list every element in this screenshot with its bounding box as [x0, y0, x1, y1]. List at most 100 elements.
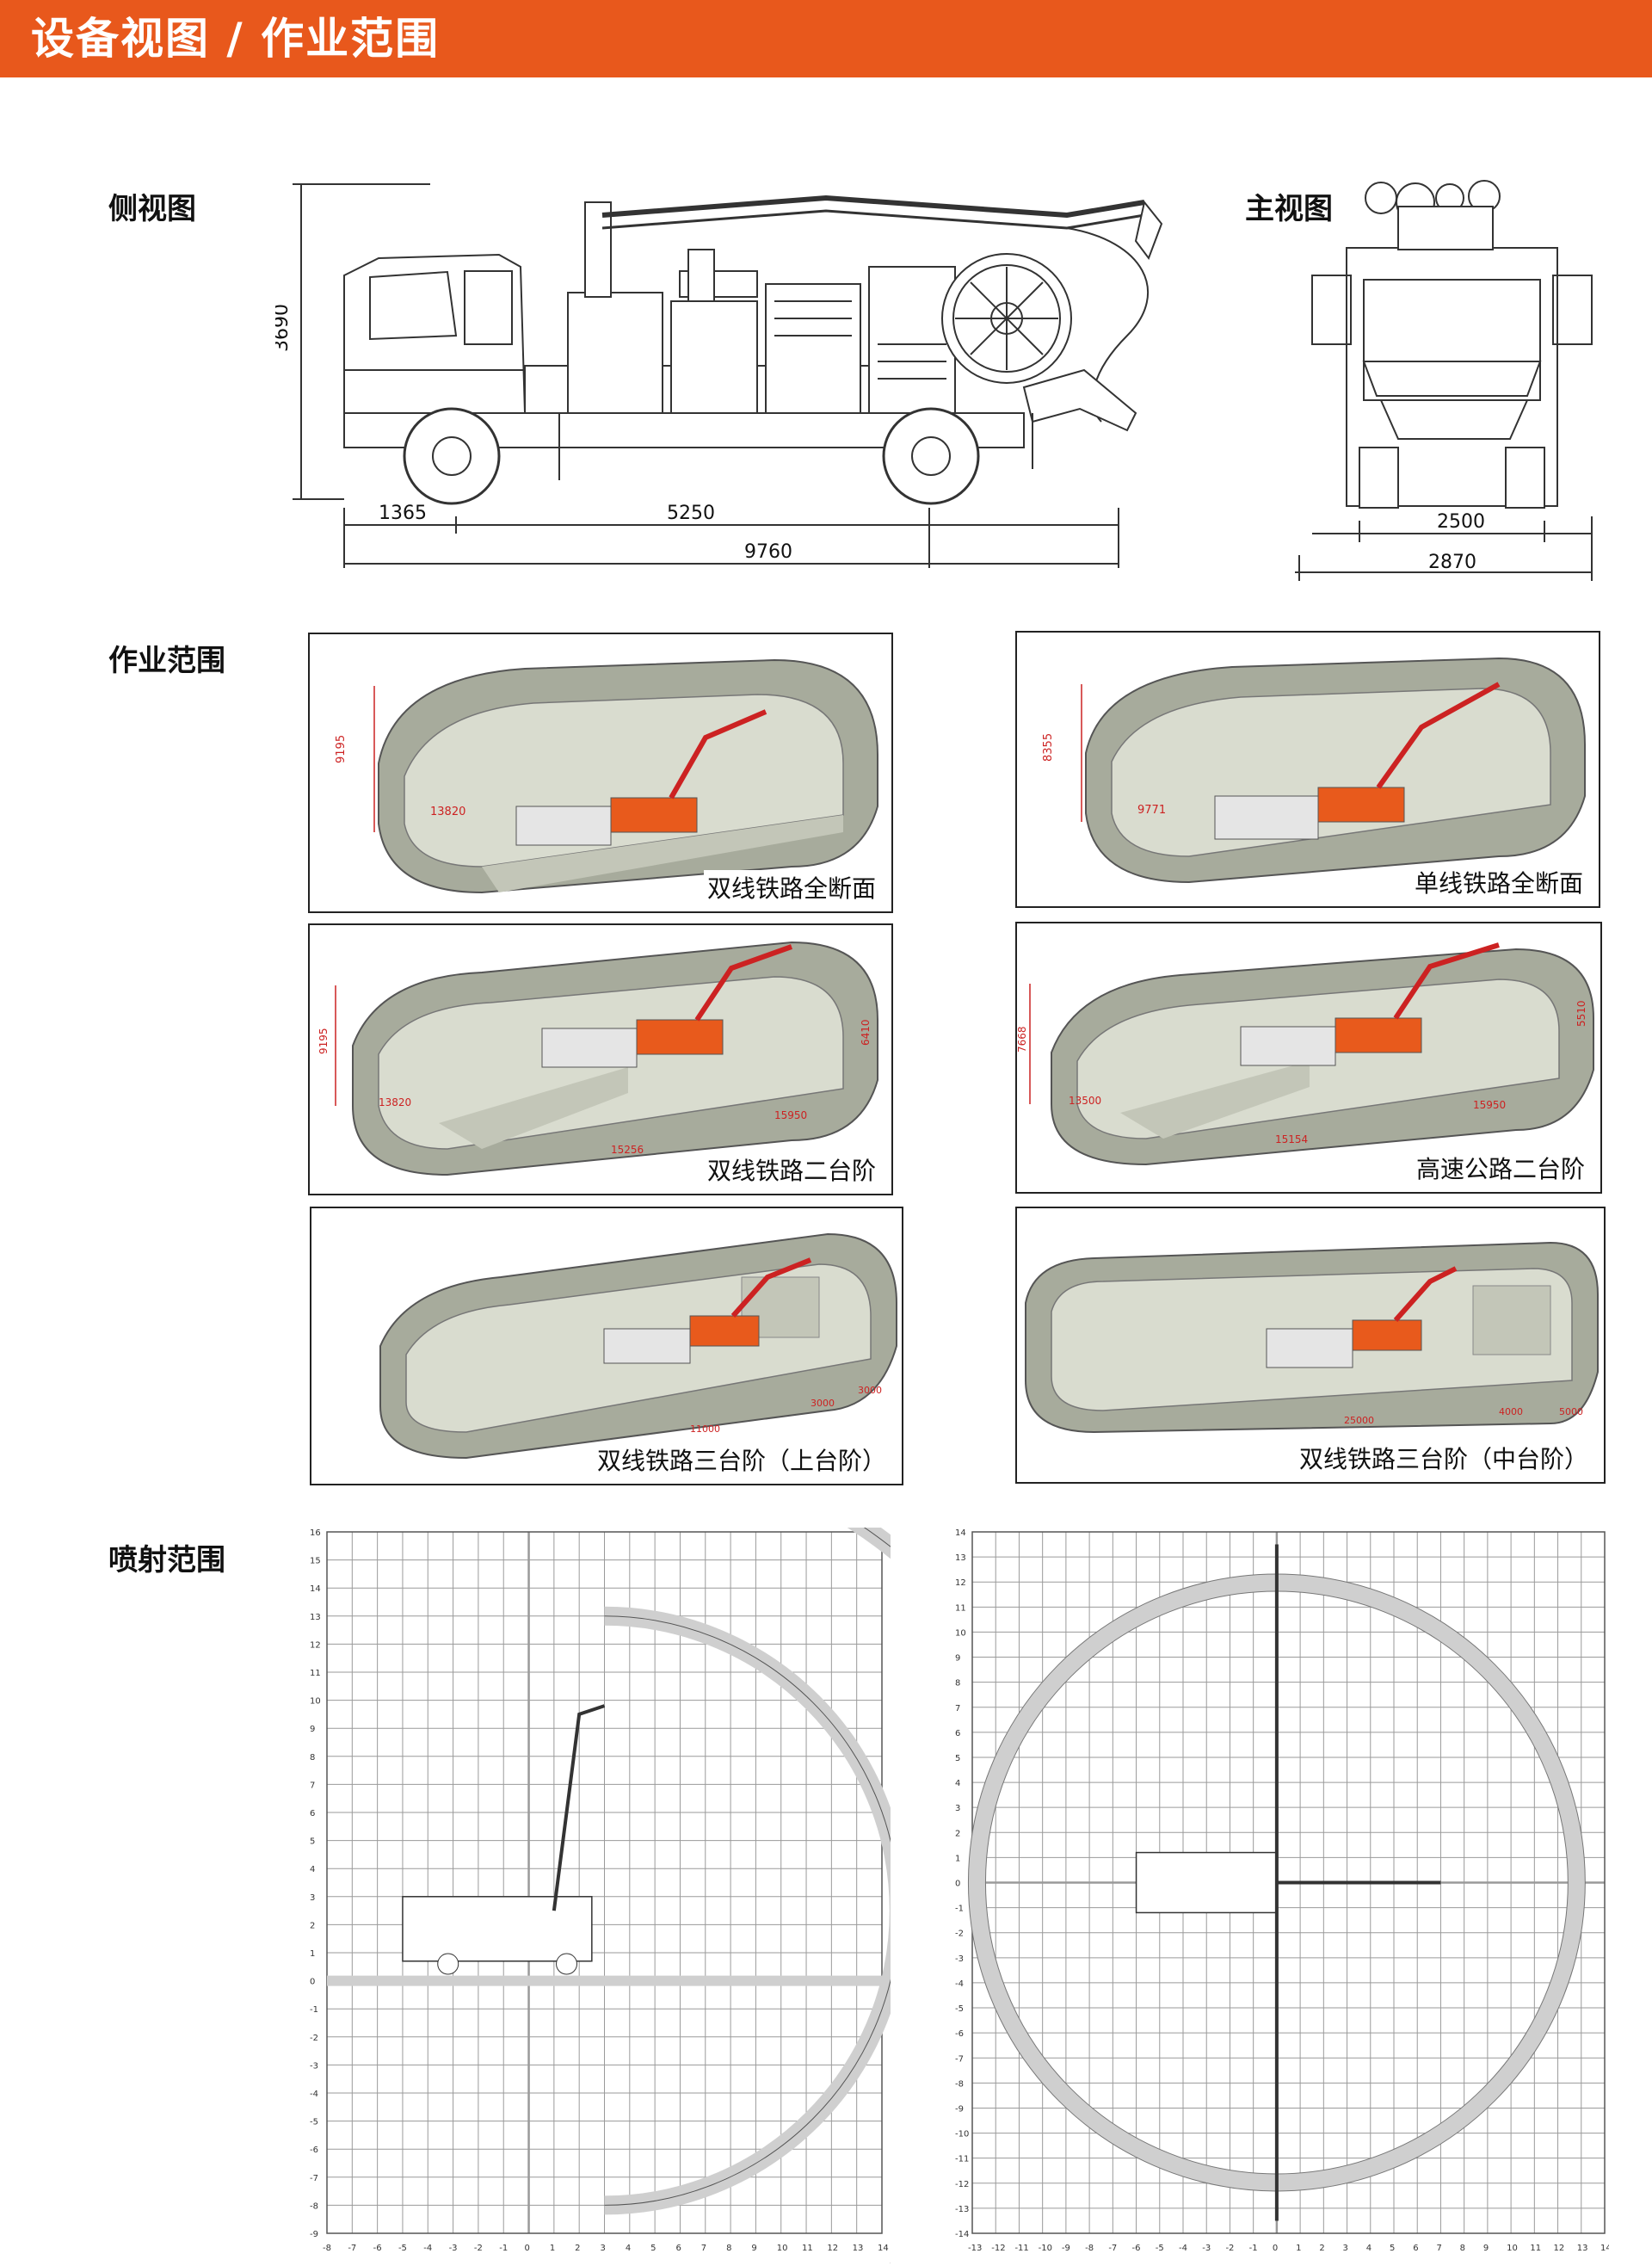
x-tick-label: -7	[1108, 2244, 1117, 2253]
x-tick-label: -11	[1014, 2244, 1028, 2253]
y-tick-label: 2	[955, 1829, 960, 1838]
x-tick-label: 11	[1530, 2244, 1541, 2253]
y-tick-label: -6	[310, 2146, 318, 2155]
panel-double-full: 9195 13820 双线铁路全断面	[308, 633, 893, 913]
y-tick-label: 1	[955, 1854, 960, 1863]
x-tick-label: 14	[1600, 2244, 1609, 2253]
dim-1365: 1365	[379, 503, 427, 524]
y-tick-label: 6	[955, 1729, 960, 1738]
x-tick-label: 9	[1483, 2244, 1489, 2253]
panel-dim: 13500	[1069, 1095, 1101, 1107]
y-tick-label: -7	[310, 2174, 318, 2183]
x-tick-label: 6	[1413, 2244, 1418, 2253]
y-tick-label: -6	[955, 2029, 964, 2039]
x-tick-label: -5	[398, 2244, 407, 2253]
x-tick-label: -3	[1202, 2244, 1211, 2253]
y-tick-label: 11	[955, 1603, 966, 1613]
y-tick-label: -3	[955, 1954, 964, 1964]
y-tick-label: 12	[955, 1578, 966, 1588]
y-tick-label: -13	[955, 2205, 969, 2214]
panel-dim: 5510	[1575, 1000, 1587, 1027]
x-tick-label: -4	[423, 2244, 432, 2253]
truck-wheel	[437, 1953, 459, 1975]
x-tick-label: -2	[474, 2244, 483, 2253]
y-tick-label: -5	[310, 2118, 318, 2127]
y-tick-label: 5	[955, 1754, 960, 1763]
panel-caption: 双线铁路三台阶（中台阶）	[1295, 1441, 1592, 1475]
grid	[971, 1531, 1606, 2234]
panel-dim: 4000	[1499, 1406, 1523, 1417]
x-tick-label: 5	[1390, 2244, 1395, 2253]
panel-dim: 9195	[317, 1028, 330, 1054]
x-tick-label: 2	[575, 2244, 580, 2253]
spray-circle	[967, 1544, 1586, 2221]
x-tick-label: 4	[626, 2244, 631, 2253]
x-tick-label: 8	[1460, 2244, 1465, 2253]
x-tick-label: 10	[1507, 2244, 1518, 2253]
panel-dim: 6410	[860, 1019, 872, 1046]
y-tick-label: -10	[955, 2130, 969, 2139]
x-tick-label: 0	[525, 2244, 530, 2253]
x-tick-label: 3	[1343, 2244, 1348, 2253]
y-tick-label: 8	[310, 1753, 315, 1763]
panel-dim: 7668	[1017, 1026, 1028, 1053]
dim-5250: 5250	[667, 503, 715, 524]
panel-dim: 9771	[1137, 804, 1166, 817]
y-tick-label: -11	[955, 2155, 969, 2164]
x-tick-label: -3	[449, 2244, 458, 2253]
tunnel-illustration: 9195 13820	[335, 658, 878, 894]
y-tick-label: 6	[310, 1809, 315, 1818]
x-tick-label: 6	[675, 2244, 681, 2253]
x-tick-label: 11	[802, 2244, 813, 2253]
panel-dim: 13820	[430, 806, 465, 818]
y-tick-label: 11	[310, 1669, 321, 1678]
x-tick-label: 13	[1577, 2244, 1588, 2253]
tunnel-illustration: 25000 4000 5000	[1025, 1241, 1599, 1434]
y-tick-label: -1	[310, 2005, 318, 2015]
y-tick-label: 9	[955, 1654, 960, 1664]
x-tick-label: -6	[373, 2244, 382, 2253]
x-tick-label: -10	[1039, 2244, 1052, 2253]
spray-arc-outline	[863, 1528, 891, 1548]
panel-dim: 13820	[379, 1096, 411, 1108]
x-tick-label: -9	[1062, 2244, 1070, 2253]
spray-arc	[604, 1606, 891, 2215]
panel-dim: 25000	[1344, 1415, 1374, 1426]
y-tick-label: 7	[955, 1704, 960, 1713]
y-tick-label: -9	[310, 2230, 318, 2239]
panel-dim: 15950	[1473, 1099, 1506, 1111]
y-tick-label: -1	[955, 1905, 964, 1914]
y-tick-label: -5	[955, 2004, 964, 2014]
page-title: 设备视图 / 作业范围	[31, 14, 441, 64]
panel-double-two-bench: 9195 13820 6410 15256 15950 双线铁路二台阶	[308, 923, 893, 1195]
boom	[552, 1704, 606, 1911]
tunnel-illustration: 9195 13820 6410 15256 15950	[317, 941, 878, 1176]
x-tick-label: -1	[1249, 2244, 1258, 2253]
dim-2500: 2500	[1437, 511, 1485, 533]
y-tick-label: -14	[955, 2230, 969, 2239]
x-tick-label: -7	[348, 2244, 356, 2253]
panel-dim: 15950	[774, 1109, 807, 1121]
y-tick-label: 10	[310, 1697, 321, 1707]
y-tick-label: -7	[955, 2054, 964, 2064]
y-tick-label: 15	[310, 1557, 321, 1566]
x-tick-label: -4	[1179, 2244, 1187, 2253]
y-tick-label: -4	[310, 2090, 318, 2099]
x-tick-label: -5	[1156, 2244, 1164, 2253]
x-tick-label: 2	[1319, 2244, 1324, 2253]
x-tick-label: 7	[1436, 2244, 1441, 2253]
y-tick-label: 12	[310, 1640, 321, 1650]
x-tick-label: 9	[751, 2244, 756, 2253]
spray-range-label: 喷射范围	[108, 1543, 225, 1578]
panel-dim: 3000	[811, 1398, 835, 1409]
x-tick-label: 8	[726, 2244, 731, 2253]
y-tick-label: 4	[955, 1779, 960, 1788]
panel-dim: 3000	[858, 1385, 882, 1396]
panel-dim: 5000	[1559, 1406, 1583, 1417]
spray-arc	[847, 1528, 891, 2263]
panel-single-full: 8355 9771 单线铁路全断面	[1015, 631, 1600, 908]
x-tick-label: -8	[323, 2244, 331, 2253]
y-tick-label: 1	[310, 1949, 315, 1959]
